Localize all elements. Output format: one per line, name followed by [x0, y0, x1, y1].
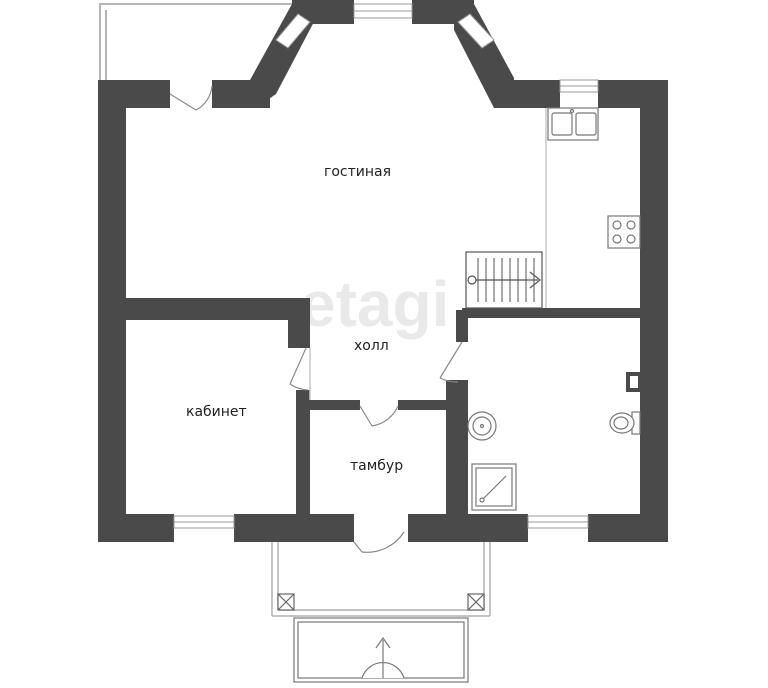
bathroom-shower [471, 463, 517, 511]
room-label-study: кабинет [186, 404, 247, 420]
room-label-hall: холл [354, 338, 389, 354]
exterior-walls [98, 0, 668, 542]
bathroom-toilet [609, 411, 641, 435]
porch-columns [277, 593, 485, 611]
kitchen-stove [607, 215, 641, 249]
doors [169, 85, 463, 553]
entrance-steps [293, 617, 469, 683]
terrace-outline [99, 3, 292, 80]
shaft-opening [630, 376, 638, 388]
bathroom-washbasin [467, 411, 497, 441]
windows [173, 3, 599, 529]
room-label-vestibule: тамбур [350, 458, 403, 474]
watermark: etagi [300, 268, 449, 340]
porch [271, 542, 491, 617]
kitchen-sink [547, 107, 599, 141]
partition-lines [309, 108, 547, 400]
staircase [465, 251, 543, 309]
room-label-living: гостиная [324, 164, 391, 180]
